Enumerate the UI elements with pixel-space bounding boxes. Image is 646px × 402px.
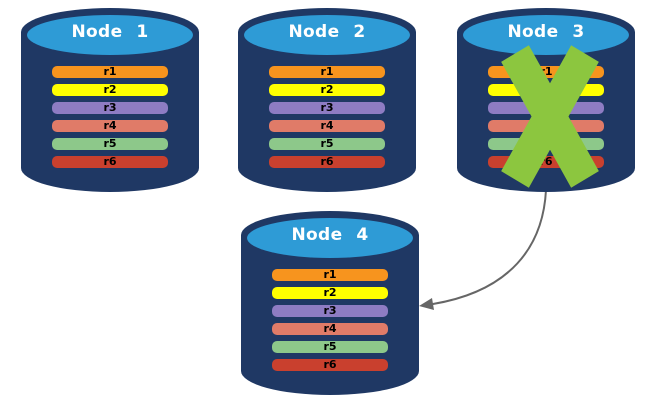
- node-title: Node 3: [507, 22, 585, 42]
- replica-bar: r6: [269, 156, 385, 168]
- replica-bar-label: r1: [103, 65, 117, 78]
- replica-bar: r3: [272, 305, 388, 317]
- replica-bar: r5: [272, 341, 388, 353]
- replica-bar-label: r6: [323, 358, 337, 371]
- node-title: Node 4: [291, 225, 369, 245]
- replica-bar-label: r1: [320, 65, 334, 78]
- replica-bar-label: r1: [323, 268, 337, 281]
- replica-bar: r4: [269, 120, 385, 132]
- replica-bar: r6: [272, 359, 388, 371]
- node-4: Node 4 r1 r2 r3 r4 r5 r6: [241, 209, 419, 397]
- replica-bar-label: r3: [323, 304, 337, 317]
- replica-bar-label: r2: [103, 83, 117, 96]
- node-title: Node 2: [288, 22, 366, 42]
- replica-bar-label: r6: [320, 155, 334, 168]
- replica-bar: r6: [52, 156, 168, 168]
- replica-bar-label: r3: [103, 101, 117, 114]
- replica-stack: r1 r2 r3 r4 r5 r6: [21, 6, 199, 194]
- replica-bar: r1: [269, 66, 385, 78]
- replica-bar-label: r2: [323, 286, 337, 299]
- replica-bar: r2: [269, 84, 385, 96]
- replica-bar: r4: [52, 120, 168, 132]
- replica-bar-label: r6: [103, 155, 117, 168]
- replica-bar: r2: [52, 84, 168, 96]
- replica-bar: r5: [269, 138, 385, 150]
- node-title: Node 1: [71, 22, 149, 42]
- node-2: Node 2 r1 r2 r3 r4 r5 r6: [238, 6, 416, 194]
- replica-bar: r1: [52, 66, 168, 78]
- failover-arrow-line: [432, 189, 547, 305]
- replica-bar: r3: [269, 102, 385, 114]
- replica-bar: r1: [272, 269, 388, 281]
- replica-bar-label: r4: [323, 322, 337, 335]
- replica-bar-label: r2: [320, 83, 334, 96]
- replica-bar-label: r4: [103, 119, 117, 132]
- node-1: Node 1 r1 r2 r3 r4 r5 r6: [21, 6, 199, 194]
- replica-bar: r4: [272, 323, 388, 335]
- replica-bar: r3: [52, 102, 168, 114]
- replica-bar-label: r3: [320, 101, 334, 114]
- replica-bar-label: r5: [320, 137, 334, 150]
- replica-stack: r1 r2 r3 r4 r5 r6: [238, 6, 416, 194]
- failure-x-icon: [501, 45, 599, 188]
- replica-bar-label: r5: [103, 137, 117, 150]
- replica-bar-label: r5: [323, 340, 337, 353]
- replica-bar-label: r4: [320, 119, 334, 132]
- replica-bar: r5: [52, 138, 168, 150]
- arrowhead-icon: [419, 298, 434, 310]
- replica-stack: r1 r2 r3 r4 r5 r6: [241, 209, 419, 397]
- replica-bar: r2: [272, 287, 388, 299]
